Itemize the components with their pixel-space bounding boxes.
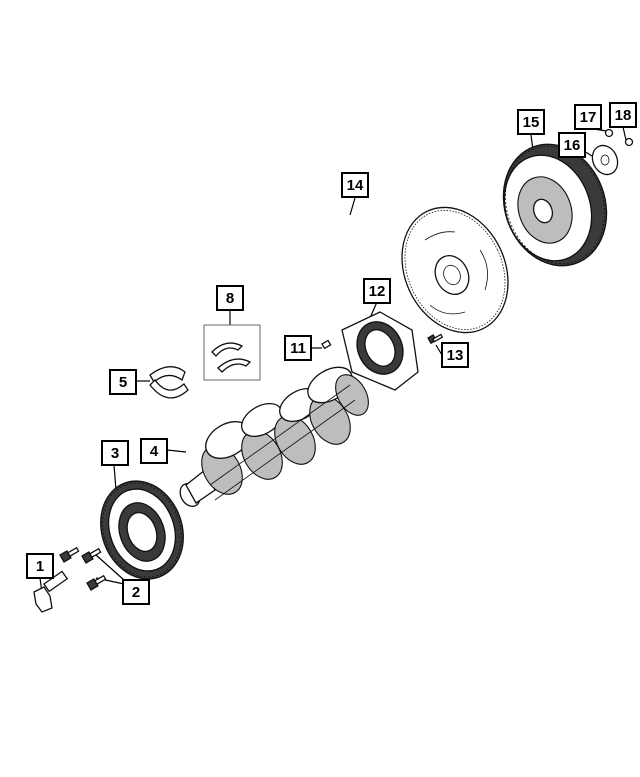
callout-11: 11 (284, 335, 312, 361)
callout-17: 17 (574, 104, 602, 130)
dowel-pin (321, 339, 332, 350)
vibration-damper (100, 480, 184, 580)
flexplate (401, 206, 509, 334)
flywheel-dowel (624, 137, 634, 147)
main-bearing (149, 366, 189, 399)
callout-4: 4 (140, 438, 168, 464)
crankshaft (179, 366, 369, 507)
callout-8: 8 (216, 285, 244, 311)
callout-18: 18 (609, 102, 637, 128)
adapter-plate (591, 144, 619, 176)
callout-5: 5 (109, 369, 137, 395)
damper-bolts (59, 546, 107, 591)
flywheel-bolt (604, 128, 614, 138)
callout-13: 13 (441, 342, 469, 368)
callout-12: 12 (363, 278, 391, 304)
retainer-bolt (427, 333, 444, 345)
thrust-washers (203, 324, 261, 381)
flywheel (502, 143, 608, 267)
rear-seal-retainer (341, 311, 419, 391)
crankshaft-bolt (33, 570, 69, 613)
callout-14: 14 (341, 172, 369, 198)
callout-1: 1 (26, 553, 54, 579)
callout-16: 16 (558, 132, 586, 158)
callout-3: 3 (101, 440, 129, 466)
callout-15: 15 (517, 109, 545, 135)
callout-2: 2 (122, 579, 150, 605)
